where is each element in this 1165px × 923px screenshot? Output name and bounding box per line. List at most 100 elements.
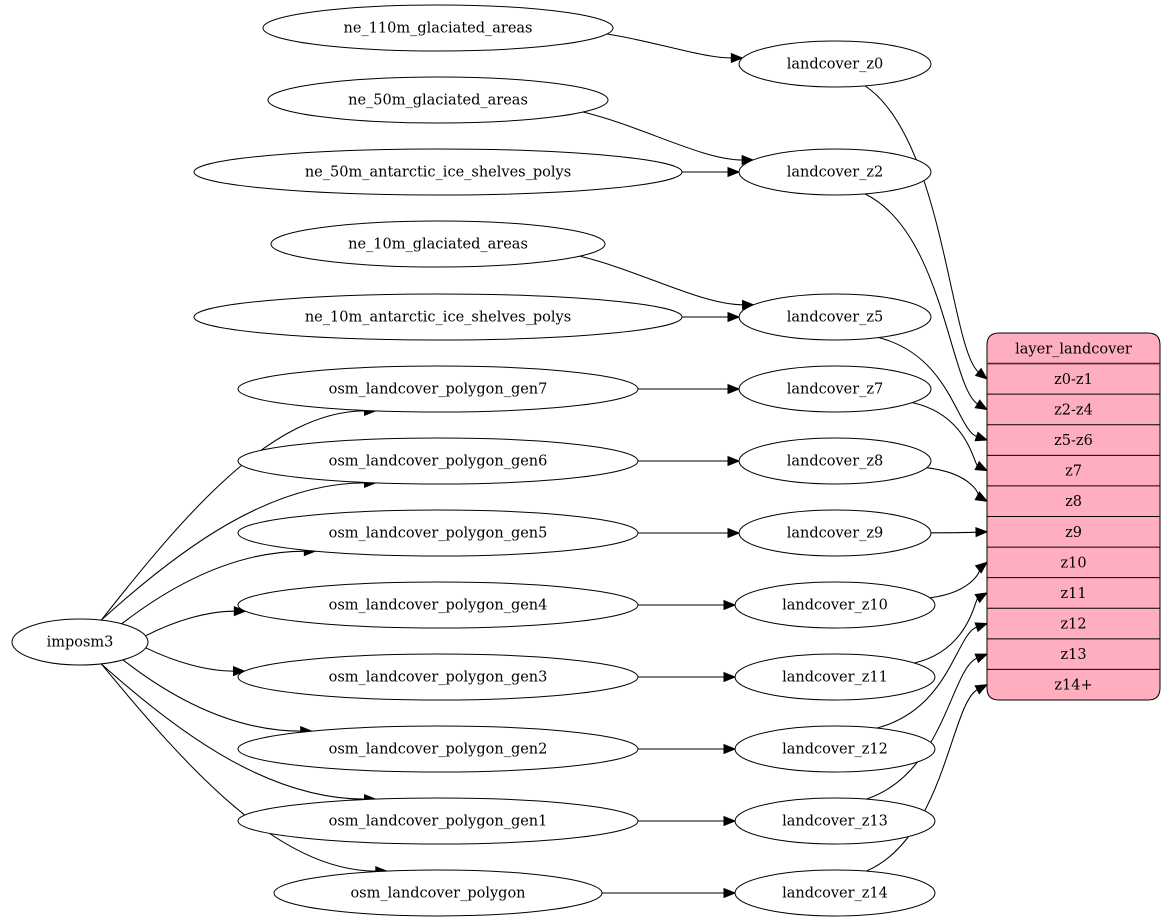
edge-path — [930, 568, 981, 599]
node-landcover_z9[interactable]: landcover_z9 — [738, 509, 932, 557]
node-landcover_z13[interactable]: landcover_z13 — [734, 797, 936, 845]
node-ne_10m_glaciated_areas[interactable]: ne_10m_glaciated_areas — [270, 220, 606, 268]
edge-layer — [100, 33, 989, 899]
node-ne_50m_glaciated_areas[interactable]: ne_50m_glaciated_areas — [267, 76, 609, 124]
node-ellipse-osm_landcover_polygon_gen4[interactable] — [237, 581, 639, 629]
edge-landcover_z12-to-layer_landcover:z12 — [876, 622, 989, 729]
edge-arrowhead — [727, 527, 741, 539]
node-osm_landcover_polygon_gen2[interactable]: osm_landcover_polygon_gen2 — [237, 725, 639, 773]
edge-path — [878, 336, 978, 438]
edge-osm_landcover_polygon_gen4-to-landcover_z10 — [638, 599, 737, 611]
node-ellipse-osm_landcover_polygon_gen3[interactable] — [237, 653, 639, 701]
node-ellipse-imposm3[interactable] — [11, 618, 149, 666]
edge-osm_landcover_polygon_gen5-to-landcover_z9 — [638, 527, 741, 539]
layer-landcover-table[interactable]: layer_landcoverz0-z1z2-z4z5-z6z7z8z9z10z… — [986, 332, 1161, 701]
node-ellipse-landcover_z11[interactable] — [734, 653, 936, 701]
node-ellipse-landcover_z0[interactable] — [738, 40, 932, 88]
node-ne_110m_glaciated_areas[interactable]: ne_110m_glaciated_areas — [262, 4, 614, 52]
node-ellipse-osm_landcover_polygon[interactable] — [273, 869, 603, 917]
node-landcover_z5[interactable]: landcover_z5 — [738, 293, 932, 341]
edge-arrowhead — [727, 455, 741, 467]
node-ellipse-osm_landcover_polygon_gen1[interactable] — [237, 797, 639, 845]
edge-arrowhead — [974, 684, 989, 695]
node-ellipse-landcover_z9[interactable] — [738, 509, 932, 557]
node-osm_landcover_polygon_gen1[interactable]: osm_landcover_polygon_gen1 — [237, 797, 639, 845]
node-landcover_z8[interactable]: landcover_z8 — [738, 437, 932, 485]
edge-arrowhead — [723, 815, 737, 827]
node-ellipse-landcover_z14[interactable] — [734, 869, 936, 917]
edge-arrowhead — [974, 653, 989, 664]
edge-path — [121, 550, 305, 625]
edge-arrowhead — [723, 743, 737, 755]
edge-path — [912, 402, 979, 467]
node-landcover_z10[interactable]: landcover_z10 — [734, 581, 936, 629]
node-ellipse-osm_landcover_polygon_gen5[interactable] — [237, 509, 639, 557]
edge-path — [100, 482, 366, 621]
node-landcover_z2[interactable]: landcover_z2 — [738, 148, 932, 196]
edge-landcover_z5-to-layer_landcover:z5-z6 — [878, 336, 989, 442]
node-osm_landcover_polygon_gen6[interactable]: osm_landcover_polygon_gen6 — [237, 437, 639, 485]
edge-path — [145, 610, 235, 637]
edge-landcover_z2-to-layer_landcover:z2-z4 — [864, 193, 989, 411]
edge-osm_landcover_polygon_gen3-to-landcover_z11 — [638, 671, 737, 683]
node-ellipse-landcover_z2[interactable] — [738, 148, 932, 196]
node-landcover_z12[interactable]: landcover_z12 — [734, 725, 936, 773]
edge-arrowhead — [730, 52, 744, 64]
edge-osm_landcover_polygon_gen6-to-landcover_z8 — [638, 455, 741, 467]
node-ellipse-osm_landcover_polygon_gen2[interactable] — [237, 725, 639, 773]
node-imposm3[interactable]: imposm3 — [11, 618, 149, 666]
node-ellipse-osm_landcover_polygon_gen7[interactable] — [237, 365, 639, 413]
edge-path — [930, 531, 980, 534]
edge-osm_landcover_polygon-to-landcover_z14 — [601, 887, 737, 899]
node-layer: ne_110m_glaciated_areas ne_50m_glaciated_… — [11, 4, 936, 917]
edge-path — [145, 647, 235, 672]
edge-osm_landcover_polygon_gen7-to-landcover_z7 — [638, 383, 741, 395]
edge-ne_110m_glaciated_areas-to-landcover_z0 — [606, 33, 744, 64]
edge-path — [876, 626, 978, 729]
node-ellipse-landcover_z12[interactable] — [734, 725, 936, 773]
node-ellipse-landcover_z8[interactable] — [738, 437, 932, 485]
node-ellipse-osm_landcover_polygon_gen6[interactable] — [237, 437, 639, 485]
node-ellipse-landcover_z13[interactable] — [734, 797, 936, 845]
edge-landcover_z11-to-layer_landcover:z11 — [914, 592, 989, 664]
edge-imposm3-to-osm_landcover_polygon_gen3 — [145, 647, 246, 677]
node-osm_landcover_polygon_gen3[interactable]: osm_landcover_polygon_gen3 — [237, 653, 639, 701]
edge-landcover_z0-to-layer_landcover:z0-z1 — [864, 85, 989, 380]
node-ne_10m_antarctic_ice_shelves_polys[interactable]: ne_10m_antarctic_ice_shelves_polys — [193, 293, 683, 341]
edge-path — [100, 663, 366, 800]
node-ellipse-ne_50m_glaciated_areas[interactable] — [267, 76, 609, 124]
edge-path — [866, 689, 978, 872]
node-landcover_z0[interactable]: landcover_z0 — [738, 40, 932, 88]
node-osm_landcover_polygon[interactable]: osm_landcover_polygon — [273, 869, 603, 917]
node-ellipse-ne_10m_glaciated_areas[interactable] — [270, 220, 606, 268]
node-ellipse-landcover_z10[interactable] — [734, 581, 936, 629]
node-ellipse-ne_50m_antarctic_ice_shelves_polys[interactable] — [193, 148, 683, 196]
edge-osm_landcover_polygon_gen2-to-landcover_z12 — [637, 743, 737, 755]
node-landcover_z7[interactable]: landcover_z7 — [738, 365, 932, 413]
node-ne_50m_antarctic_ice_shelves_polys[interactable]: ne_50m_antarctic_ice_shelves_polys — [193, 148, 683, 196]
edge-imposm3-to-osm_landcover_polygon_gen4 — [145, 606, 247, 637]
edge-landcover_z14-to-layer_landcover:z14+ — [866, 684, 989, 872]
edge-path — [100, 663, 377, 872]
edge-landcover_z9-to-layer_landcover:z9 — [930, 526, 989, 538]
edge-arrowhead — [974, 460, 989, 472]
node-ellipse-landcover_z7[interactable] — [738, 365, 932, 413]
node-landcover_z14[interactable]: landcover_z14 — [734, 869, 936, 917]
edge-osm_landcover_polygon_gen1-to-landcover_z13 — [638, 815, 737, 827]
edge-arrowhead — [723, 887, 737, 899]
edge-path — [866, 657, 978, 800]
node-ellipse-ne_10m_antarctic_ice_shelves_polys[interactable] — [193, 293, 683, 341]
edge-arrowhead — [974, 399, 989, 411]
node-landcover_z11[interactable]: landcover_z11 — [734, 653, 936, 701]
edge-path — [579, 255, 744, 306]
node-osm_landcover_polygon_gen5[interactable]: osm_landcover_polygon_gen5 — [237, 509, 639, 557]
node-ellipse-ne_110m_glaciated_areas[interactable] — [262, 4, 614, 52]
node-osm_landcover_polygon_gen4[interactable]: osm_landcover_polygon_gen4 — [237, 581, 639, 629]
edge-landcover_z8-to-layer_landcover:z8 — [926, 467, 989, 502]
node-ellipse-landcover_z5[interactable] — [738, 293, 932, 341]
edge-arrowhead — [723, 671, 737, 683]
edge-path — [864, 85, 980, 373]
node-osm_landcover_polygon_gen7[interactable]: osm_landcover_polygon_gen7 — [237, 365, 639, 413]
edge-path — [914, 597, 979, 664]
